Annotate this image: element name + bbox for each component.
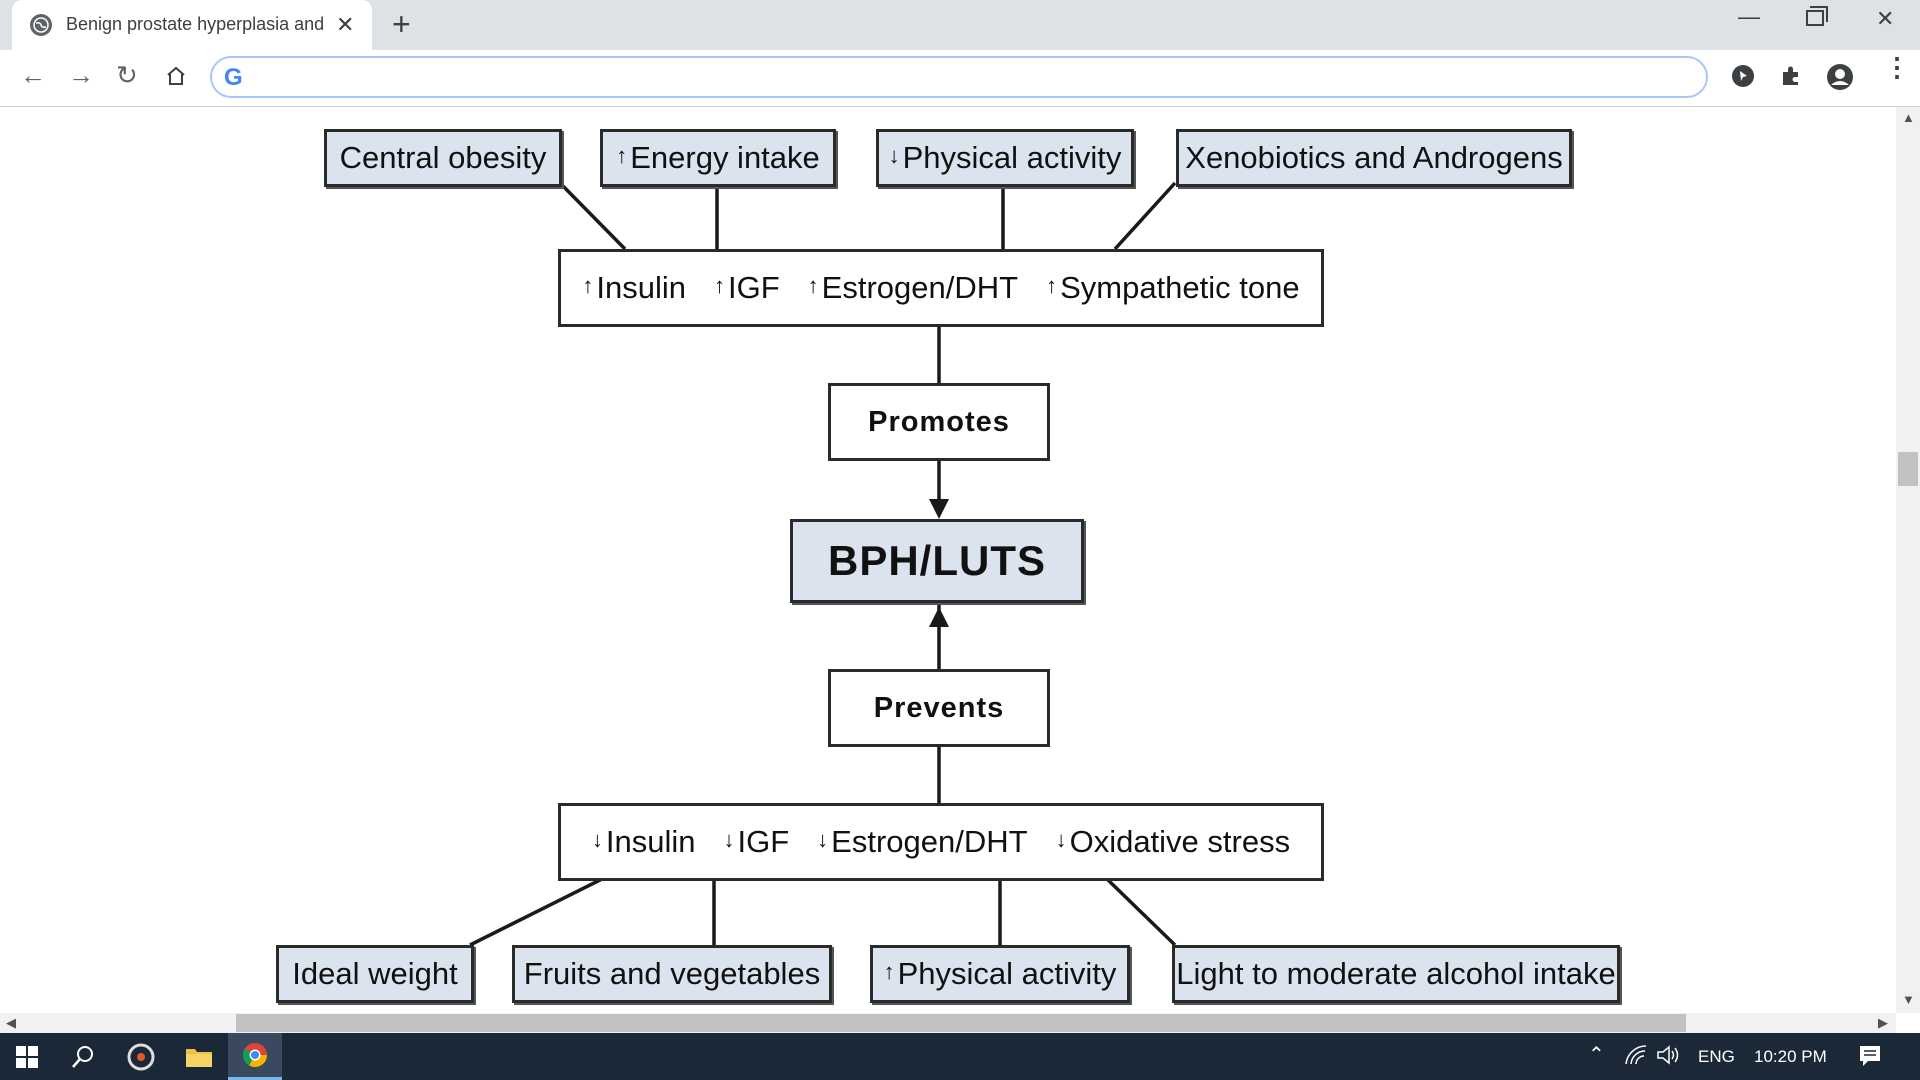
back-icon[interactable]: ← bbox=[20, 60, 46, 90]
arrowhead-down bbox=[929, 499, 949, 519]
effect-item: ↓Insulin bbox=[591, 824, 696, 859]
windows-start-icon[interactable] bbox=[4, 1033, 50, 1080]
media-app-icon[interactable] bbox=[118, 1033, 164, 1080]
windows-taskbar bbox=[0, 1033, 1920, 1080]
factor-central-obesity: Central obesity bbox=[324, 129, 562, 187]
down-arrow-icon: ↓ bbox=[1055, 827, 1067, 852]
factor-energy-intake: ↑Energy intake bbox=[600, 129, 836, 187]
show-hidden-icons-icon[interactable]: ⌃ bbox=[1588, 1044, 1605, 1066]
file-explorer-icon[interactable] bbox=[176, 1033, 222, 1080]
tab-close-icon[interactable]: ✕ bbox=[336, 12, 355, 37]
bph-luts-box: BPH/LUTS bbox=[790, 519, 1084, 603]
menu-kebab-icon[interactable]: ⋮ bbox=[1884, 52, 1910, 82]
chrome-taskbar-icon[interactable] bbox=[228, 1033, 282, 1080]
new-tab-button[interactable]: + bbox=[392, 6, 411, 42]
up-arrow-icon: ↑ bbox=[1046, 273, 1058, 298]
effect-item: ↑Insulin bbox=[582, 270, 686, 305]
page-content: Central obesity ↑Energy intake ↓Physical… bbox=[0, 107, 1896, 1013]
up-arrow-icon: ↑ bbox=[714, 273, 725, 298]
up-arrow-icon: ↑ bbox=[883, 959, 895, 984]
restore-icon[interactable] bbox=[1806, 10, 1824, 26]
effect-item: ↓IGF bbox=[723, 824, 790, 859]
forward-icon[interactable]: → bbox=[68, 60, 94, 90]
tab-title: Benign prostate hyperplasia and bbox=[66, 14, 325, 34]
horizontal-scroll-thumb[interactable] bbox=[236, 1014, 1686, 1032]
vertical-scroll-thumb[interactable] bbox=[1898, 452, 1918, 486]
browser-tab[interactable] bbox=[12, 0, 372, 50]
vertical-scrollbar[interactable] bbox=[1896, 107, 1920, 1013]
effect-item: ↓Oxidative stress bbox=[1055, 824, 1291, 859]
globe-icon bbox=[30, 14, 52, 36]
up-arrow-icon: ↑ bbox=[616, 143, 628, 168]
extension-cursor-icon[interactable] bbox=[1730, 63, 1756, 89]
minimize-icon[interactable]: — bbox=[1738, 4, 1760, 29]
wifi-icon[interactable] bbox=[1624, 1044, 1648, 1071]
factor-ideal-weight: Ideal weight bbox=[276, 945, 474, 1003]
effect-item: ↑IGF bbox=[714, 270, 780, 305]
prevents-box: Prevents bbox=[828, 669, 1050, 747]
up-arrow-icon: ↑ bbox=[807, 273, 819, 298]
effect-item: ↑Estrogen/DHT bbox=[807, 270, 1019, 305]
connector-lines bbox=[469, 181, 1177, 947]
language-indicator[interactable]: ENG bbox=[1698, 1047, 1735, 1066]
arrowhead-up bbox=[929, 607, 949, 627]
window-close-icon[interactable]: ✕ bbox=[1876, 6, 1895, 31]
clock[interactable]: 10:20 PM bbox=[1754, 1047, 1827, 1066]
effect-item: ↑Sympathetic tone bbox=[1046, 270, 1300, 305]
extensions-puzzle-icon[interactable] bbox=[1778, 63, 1804, 89]
down-arrow-icon: ↓ bbox=[888, 143, 900, 168]
notifications-icon[interactable] bbox=[1858, 1044, 1882, 1073]
factor-physical-activity-increase: ↑Physical activity bbox=[870, 945, 1130, 1003]
google-icon: G bbox=[224, 64, 243, 91]
factor-fruits-vegetables: Fruits and vegetables bbox=[512, 945, 832, 1003]
down-arrow-icon: ↓ bbox=[591, 827, 603, 852]
scroll-left-icon[interactable]: ◀ bbox=[6, 1015, 16, 1030]
factor-alcohol-intake: Light to moderate alcohol intake bbox=[1172, 945, 1620, 1003]
effect-item: ↓Estrogen/DHT bbox=[817, 824, 1028, 859]
factor-xenobiotics-androgens: Xenobiotics and Androgens bbox=[1176, 129, 1572, 187]
profile-avatar-icon[interactable] bbox=[1826, 63, 1853, 90]
address-bar[interactable] bbox=[210, 56, 1708, 98]
scroll-up-icon[interactable]: ▲ bbox=[1902, 110, 1915, 125]
down-arrow-icon: ↓ bbox=[817, 827, 829, 852]
volume-icon[interactable] bbox=[1656, 1044, 1682, 1071]
up-arrow-icon: ↑ bbox=[582, 273, 594, 298]
promotes-box: Promotes bbox=[828, 383, 1050, 461]
scroll-right-icon[interactable]: ▶ bbox=[1878, 1015, 1888, 1030]
down-arrow-icon: ↓ bbox=[723, 827, 735, 852]
home-icon[interactable] bbox=[164, 64, 188, 93]
promote-effects-box: ↑Insulin ↑IGF ↑Estrogen/DHT ↑Sympathetic… bbox=[558, 249, 1324, 327]
factor-physical-activity-decrease: ↓Physical activity bbox=[876, 129, 1134, 187]
prevent-effects-box: ↓Insulin ↓IGF ↓Estrogen/DHT ↓Oxidative s… bbox=[558, 803, 1324, 881]
search-icon[interactable] bbox=[60, 1033, 106, 1080]
reload-icon[interactable]: ↻ bbox=[116, 60, 138, 90]
scroll-down-icon[interactable]: ▼ bbox=[1902, 992, 1915, 1007]
